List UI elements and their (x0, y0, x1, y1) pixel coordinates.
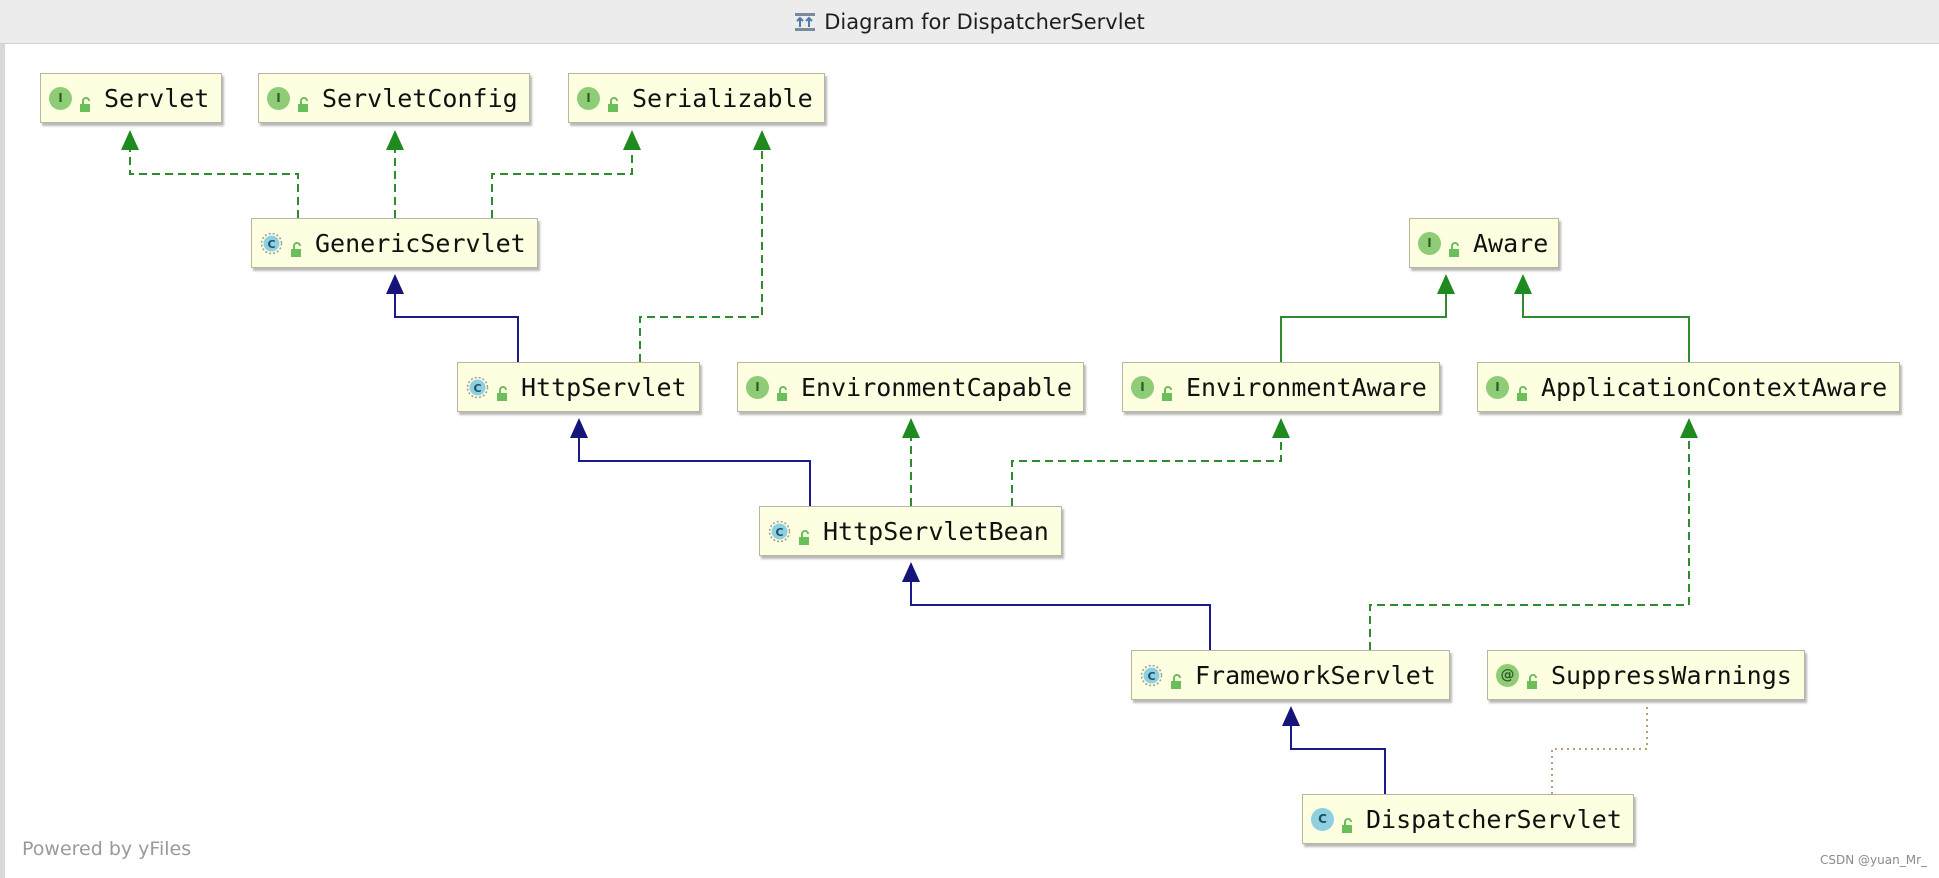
public-lock-icon (1447, 235, 1463, 257)
node-label: Serializable (632, 83, 813, 113)
node-dispatcherservlet[interactable]: C DispatcherServlet (1302, 794, 1634, 844)
node-label: ApplicationContextAware (1541, 372, 1888, 402)
node-label: EnvironmentAware (1186, 372, 1427, 402)
class-icon: C (1311, 807, 1334, 831)
node-frameworkservlet[interactable]: C FrameworkServlet (1131, 650, 1450, 700)
node-serializable[interactable]: I Serializable (568, 73, 825, 123)
edge-httpservletbean-environmentaware (1011, 428, 1282, 506)
window-titlebar: Diagram for DispatcherServlet (0, 0, 1939, 44)
badge-letter: C (473, 382, 481, 395)
powered-by-label: Powered by yFiles (22, 838, 192, 860)
arrowhead-environmentaware (1272, 418, 1290, 438)
arrowhead-genericservlet (386, 274, 404, 294)
node-environmentcapable[interactable]: I EnvironmentCapable (737, 362, 1084, 412)
node-label: EnvironmentCapable (801, 372, 1072, 402)
public-lock-icon (1340, 811, 1356, 833)
public-lock-icon (775, 379, 791, 401)
window-title: Diagram for DispatcherServlet (824, 9, 1145, 34)
node-genericservlet[interactable]: C GenericServlet (251, 218, 538, 268)
abstract-class-icon: C (768, 520, 791, 543)
arrowhead-httpservletbean (902, 562, 920, 582)
node-httpservlet[interactable]: C HttpServlet (457, 362, 700, 412)
public-lock-icon (495, 379, 511, 401)
interface-icon: I (267, 86, 290, 110)
node-aware[interactable]: I Aware (1409, 218, 1559, 268)
interface-icon: I (49, 86, 72, 110)
public-lock-icon (1525, 667, 1541, 689)
watermark: CSDN @yuan_Mr_ (1820, 853, 1927, 867)
public-lock-icon (606, 90, 622, 112)
edge-genericservlet-serializable (491, 140, 633, 218)
abstract-class-icon: C (260, 232, 283, 255)
badge-letter: C (1147, 670, 1155, 683)
edge-dispatcherservlet-suppresswarnings (1551, 706, 1648, 794)
edge-httpservlet-genericservlet (394, 284, 519, 362)
arrowhead-aware-a (1437, 274, 1455, 294)
node-label: DispatcherServlet (1366, 804, 1622, 834)
node-label: HttpServletBean (823, 516, 1049, 546)
arrowhead-servletconfig (386, 130, 404, 150)
edge-frameworkservlet-appcontextaware (1369, 428, 1690, 650)
interface-icon: I (1418, 231, 1441, 255)
public-lock-icon (1160, 379, 1176, 401)
arrowhead-servlet (121, 130, 139, 150)
interface-icon: I (746, 375, 769, 399)
edge-frameworkservlet-httpservletbean (910, 572, 1211, 650)
arrowhead-frameworkservlet (1282, 706, 1300, 726)
node-label: GenericServlet (315, 228, 526, 258)
public-lock-icon (1169, 667, 1185, 689)
node-applicationcontextaware[interactable]: I ApplicationContextAware (1477, 362, 1900, 412)
abstract-class-icon: C (1140, 664, 1163, 687)
node-servlet[interactable]: I Servlet (40, 73, 222, 123)
edge-genericservlet-servlet (129, 140, 299, 218)
node-label: Servlet (104, 83, 210, 113)
edge-environmentaware-aware (1280, 284, 1447, 362)
public-lock-icon (78, 90, 94, 112)
interface-icon: I (1131, 375, 1154, 399)
arrowhead-serializable-a (623, 130, 641, 150)
arrowhead-serializable-b (753, 130, 771, 150)
abstract-class-icon: C (466, 376, 489, 399)
edge-httpservlet-serializable (639, 140, 763, 362)
edge-httpservletbean-httpservlet (578, 428, 811, 506)
node-servletconfig[interactable]: I ServletConfig (258, 73, 530, 123)
node-label: FrameworkServlet (1195, 660, 1436, 690)
interface-icon: I (577, 86, 600, 110)
edge-appcontextaware-aware (1522, 284, 1690, 362)
edge-dispatcherservlet-frameworkservlet (1290, 716, 1386, 794)
node-label: HttpServlet (521, 372, 687, 402)
arrowhead-aware-b (1514, 274, 1532, 294)
node-label: SuppressWarnings (1551, 660, 1792, 690)
public-lock-icon (296, 90, 312, 112)
public-lock-icon (289, 235, 305, 257)
node-label: ServletConfig (322, 83, 518, 113)
left-panel-edge (0, 44, 5, 878)
interface-icon: I (1486, 375, 1509, 399)
public-lock-icon (797, 523, 813, 545)
node-label: Aware (1473, 228, 1549, 258)
node-environmentaware[interactable]: I EnvironmentAware (1122, 362, 1440, 412)
diagram-icon (794, 11, 816, 33)
badge-letter: C (775, 526, 783, 539)
arrowhead-appcontextaware (1680, 418, 1698, 438)
node-suppresswarnings[interactable]: @ SuppressWarnings (1487, 650, 1805, 700)
arrowhead-environmentcapable (902, 418, 920, 438)
badge-letter: C (267, 238, 275, 251)
annotation-icon: @ (1496, 663, 1519, 687)
node-httpservletbean[interactable]: C HttpServletBean (759, 506, 1062, 556)
arrowhead-httpservlet (570, 418, 588, 438)
public-lock-icon (1515, 379, 1531, 401)
